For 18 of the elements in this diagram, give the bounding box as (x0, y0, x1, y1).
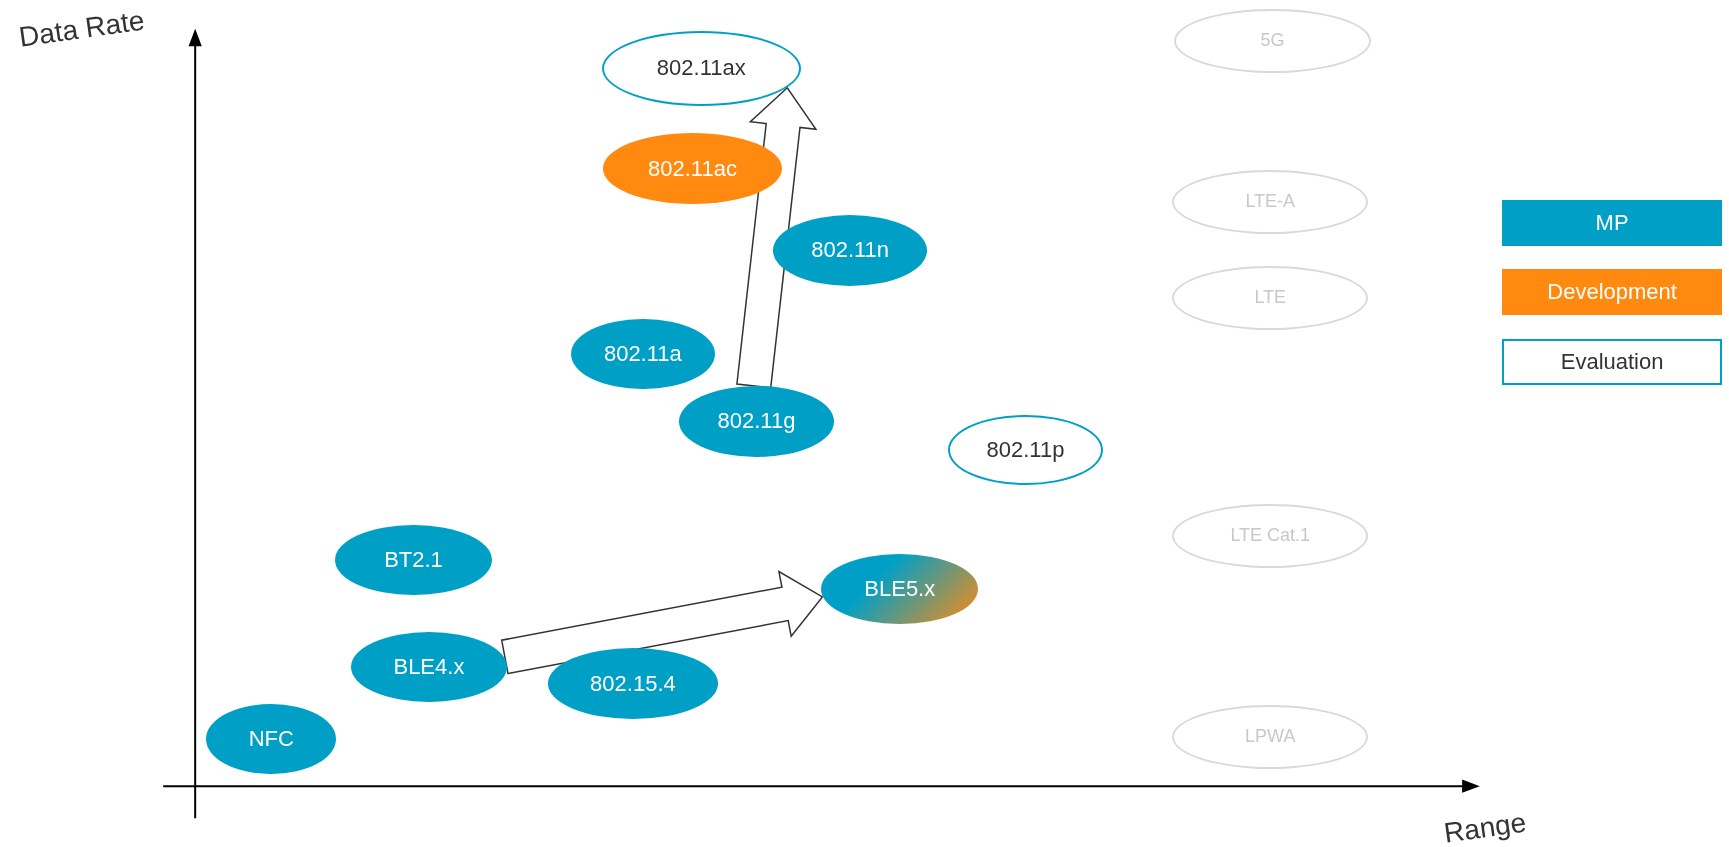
axis-title: Range (1442, 806, 1529, 847)
technology-ellipse: NFC (206, 703, 337, 775)
block-arrow (500, 570, 824, 675)
block-arrow (736, 86, 818, 389)
technology-ellipse: 802.11n (772, 215, 928, 286)
technology-ellipse: 802.11ax (602, 30, 801, 106)
technology-ellipse: BLE4.x (350, 631, 508, 703)
legend-swatch: MP (1501, 199, 1723, 246)
technology-ellipse: BT2.1 (335, 524, 492, 596)
technology-ellipse: 802.11g (679, 385, 834, 457)
technology-ellipse: 802.11a (571, 318, 715, 390)
technology-ellipse: BLE5.x (821, 553, 979, 625)
axis-title: Data Rate (16, 4, 146, 54)
technology-ellipse: 802.15.4 (548, 648, 718, 719)
legend-swatch: Development (1501, 269, 1723, 316)
technology-ellipse: 802.11ac (603, 133, 782, 204)
technology-ellipse: 802.11p (948, 414, 1103, 486)
legend-swatch: Evaluation (1501, 338, 1723, 385)
